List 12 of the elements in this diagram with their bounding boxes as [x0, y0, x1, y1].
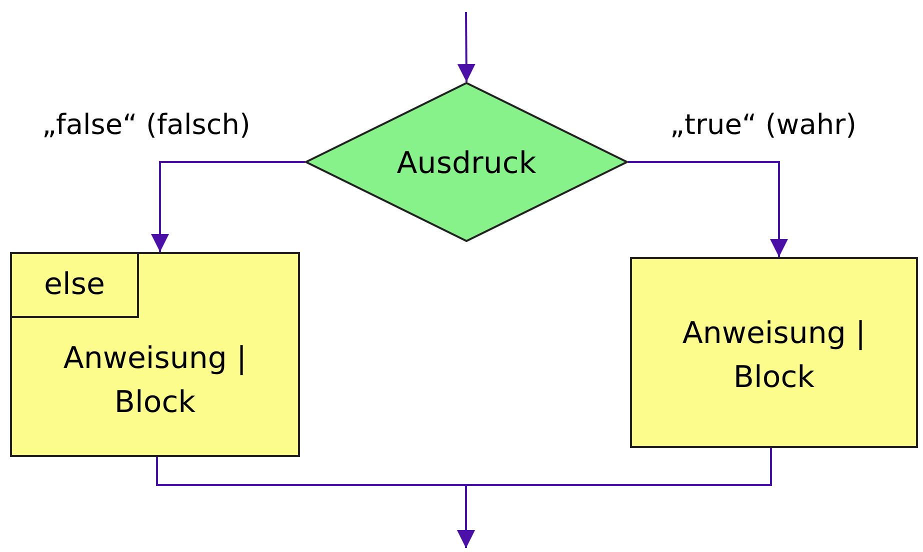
tab-label: else — [43, 266, 106, 304]
process-box — [10, 252, 300, 457]
process-box — [630, 257, 918, 448]
arrow — [457, 448, 772, 548]
condition-text: Ausdruck — [396, 145, 538, 183]
decision-diamond — [305, 82, 628, 242]
arrow — [151, 161, 305, 252]
arrow — [457, 12, 476, 82]
statement-text: Anweisung | Block — [681, 315, 867, 396]
arrow — [628, 161, 788, 257]
statement-text: Anweisung | Block — [62, 340, 248, 422]
label-tab — [10, 252, 139, 318]
